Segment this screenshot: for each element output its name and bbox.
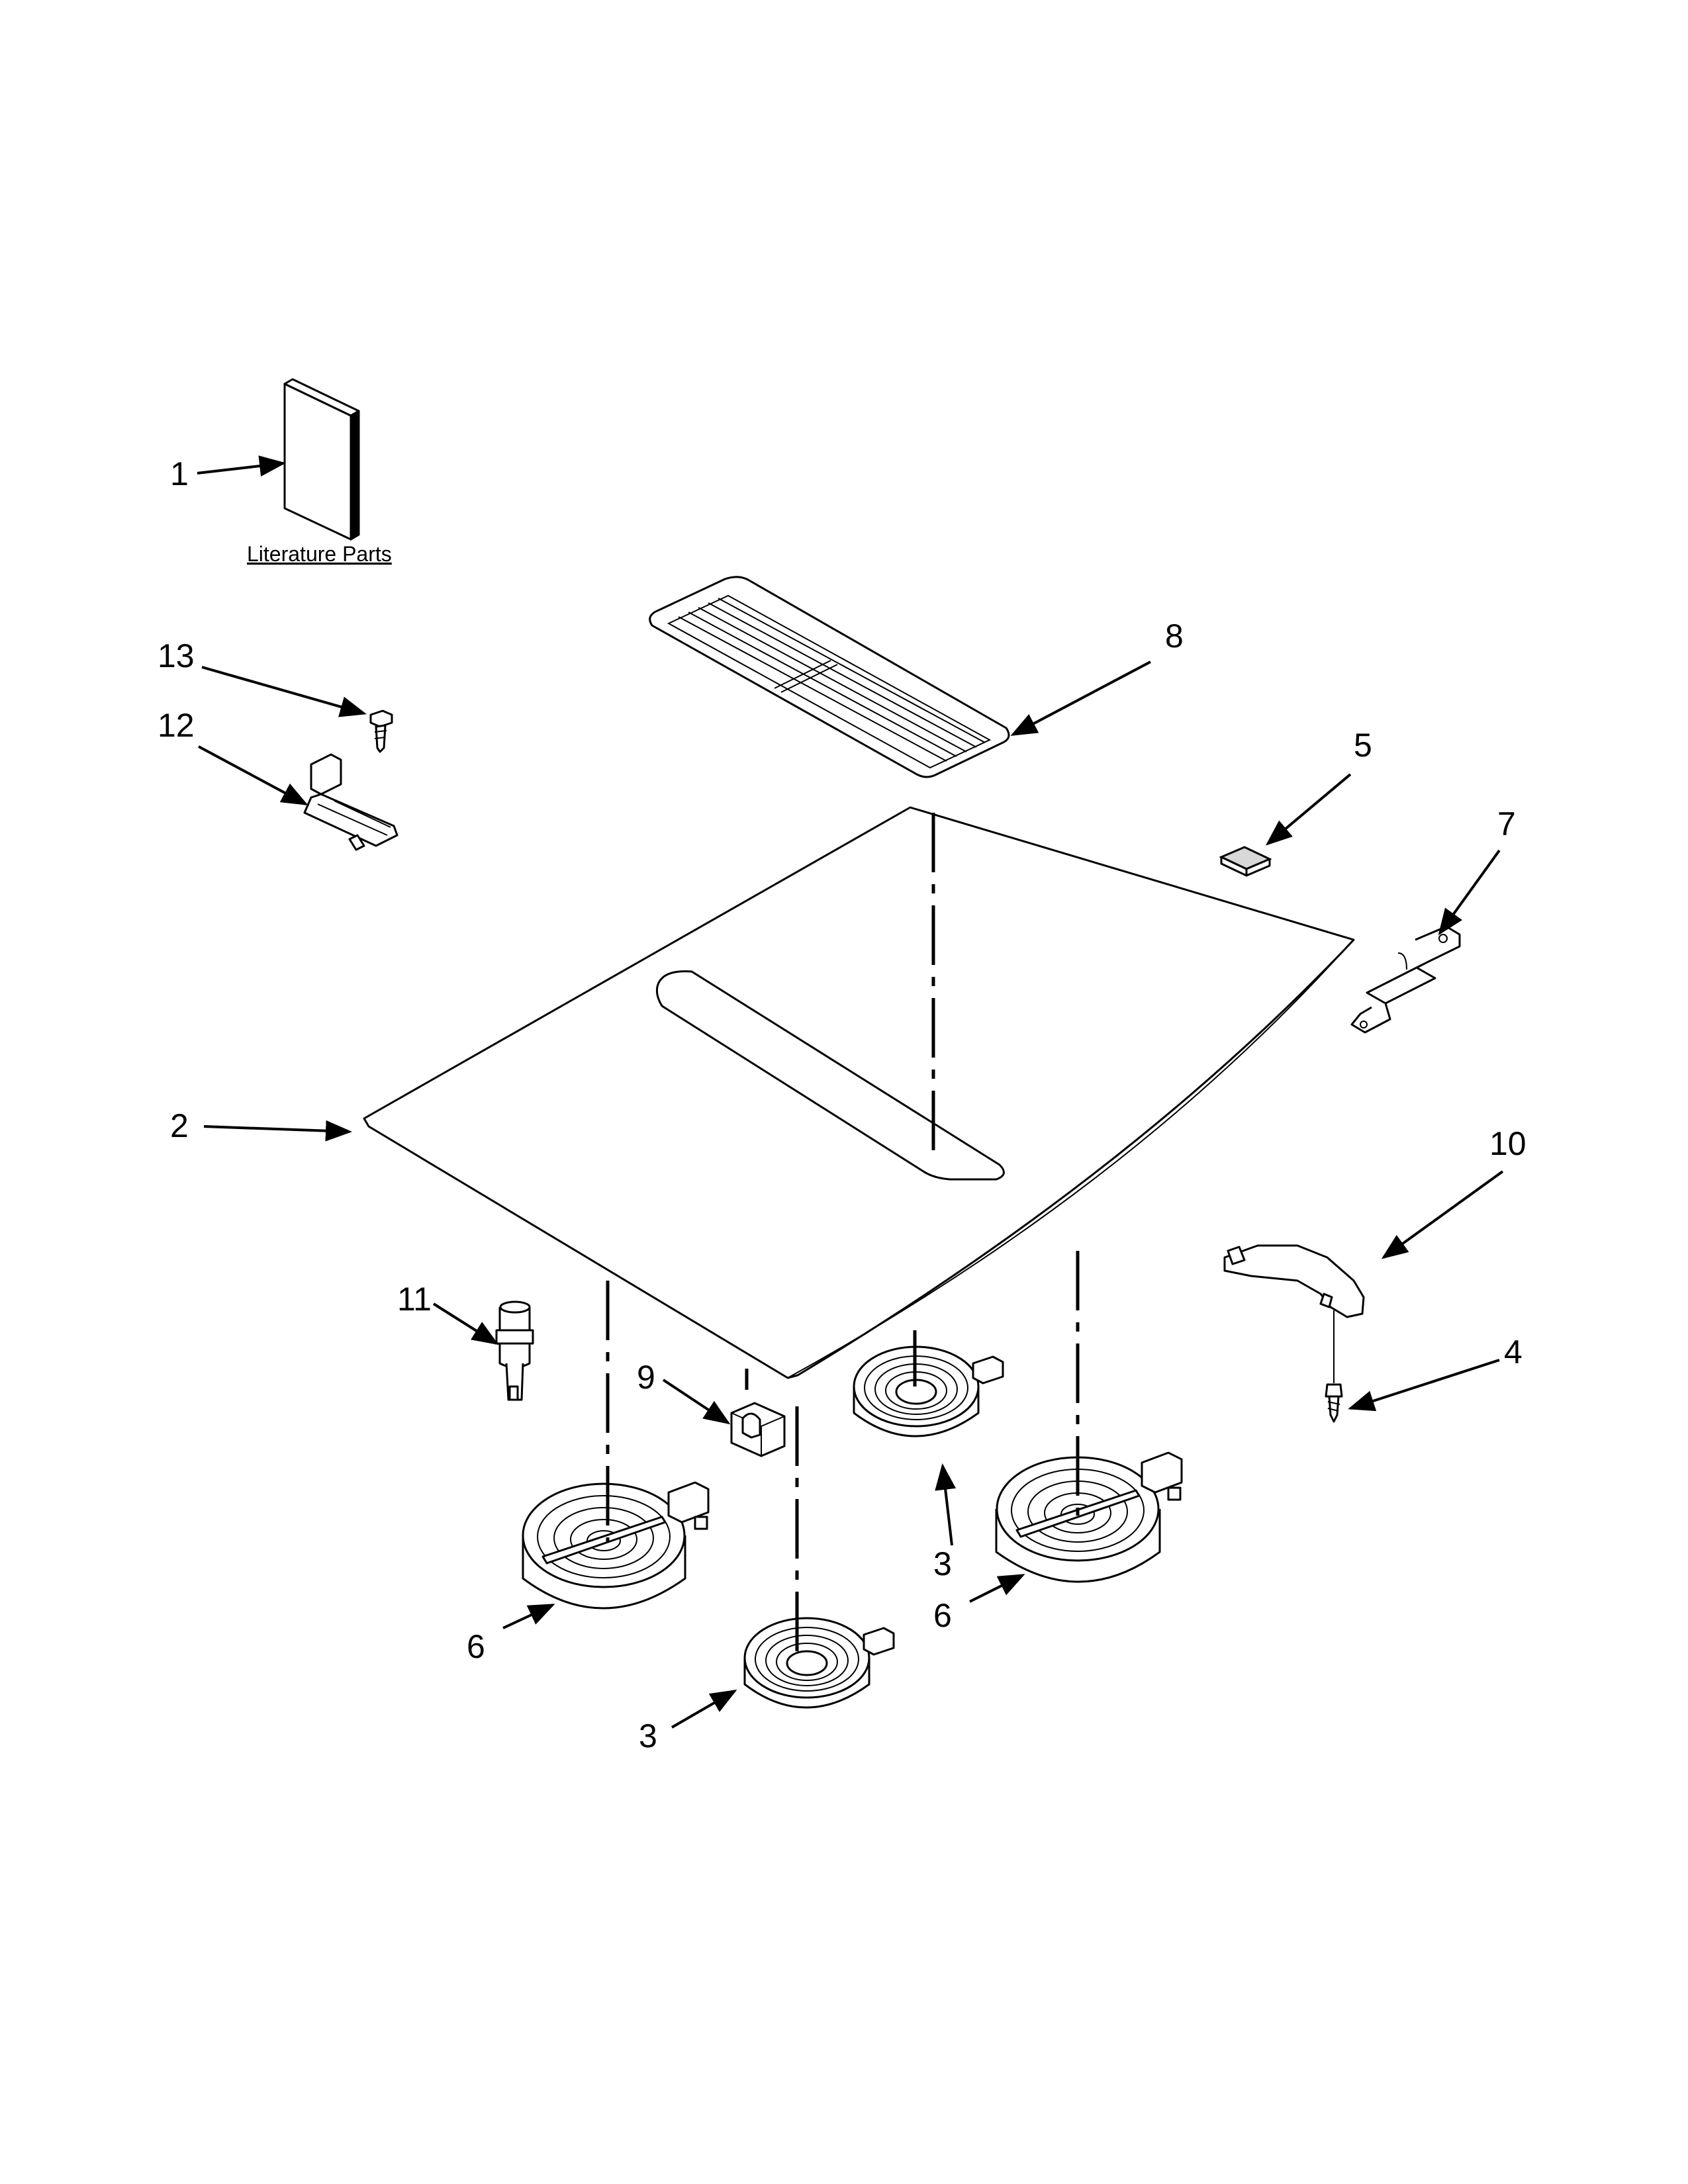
callout-3-center: 3 — [933, 1545, 952, 1582]
callout-12: 12 — [158, 707, 195, 744]
leader-lines — [197, 455, 1504, 1729]
literature-caption: Literature Parts — [247, 542, 392, 566]
large-element-left — [522, 1481, 710, 1610]
fitting-11 — [495, 1300, 534, 1401]
callout-3-bottom: 3 — [639, 1717, 657, 1754]
callout-labels: 1 2 3 3 4 5 6 6 7 8 9 10 11 12 13 — [158, 455, 1526, 1754]
callout-2: 2 — [170, 1107, 189, 1144]
callout-8: 8 — [1165, 617, 1184, 655]
small-element-bottom — [743, 1617, 895, 1709]
pad — [1219, 846, 1272, 877]
callout-7: 7 — [1497, 805, 1516, 842]
callout-6-left: 6 — [467, 1628, 485, 1665]
callout-9: 9 — [637, 1359, 655, 1396]
callout-4: 4 — [1504, 1334, 1523, 1371]
callout-13: 13 — [158, 637, 195, 674]
screw-13 — [369, 709, 393, 753]
literature-booklet — [283, 378, 360, 541]
screw-4 — [1325, 1310, 1343, 1423]
clip-12 — [303, 753, 399, 851]
large-element-right — [995, 1451, 1183, 1583]
callout-1: 1 — [170, 455, 189, 492]
callout-6-right: 6 — [933, 1597, 952, 1634]
grommet-9 — [730, 1402, 786, 1457]
small-element-center — [853, 1345, 1004, 1437]
callout-5: 5 — [1354, 727, 1372, 764]
callout-10: 10 — [1489, 1125, 1526, 1162]
vent-grille — [649, 576, 1010, 778]
bracket-7 — [1350, 925, 1461, 1034]
cooktop-panel — [363, 806, 1355, 1379]
bracket-10 — [1223, 1244, 1365, 1318]
callout-11: 11 — [397, 1281, 432, 1318]
assembly-lines — [606, 813, 1080, 1661]
